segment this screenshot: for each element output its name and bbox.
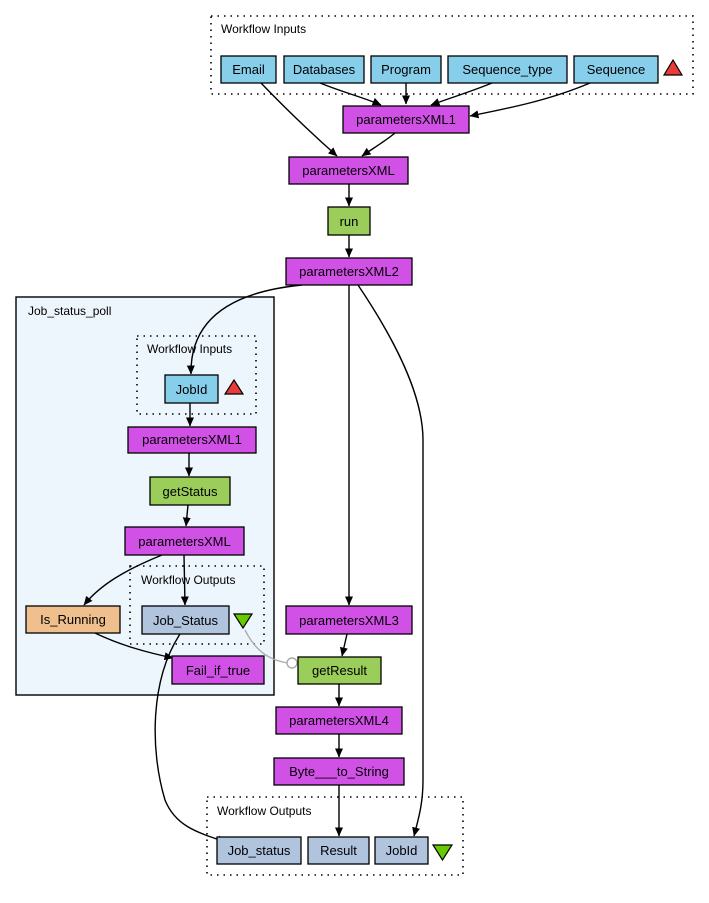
cluster-workflow-inputs: Workflow Inputs: [210, 15, 694, 95]
sub-node-getstatus-label: getStatus: [163, 484, 218, 499]
sub-input-port-jobid[interactable]: JobId: [164, 374, 219, 404]
edge-sub-parametersxml-to-jobstatus: [180, 554, 189, 606]
input-port-program[interactable]: Program: [370, 55, 442, 84]
node-parametersxml3[interactable]: parametersXML3: [285, 605, 413, 635]
sub-node-parametersxml-label: parametersXML: [138, 534, 230, 549]
edge-sequencetype-to-parametersxml1: [430, 82, 493, 106]
edge-parametersxml1-to-parametersxml: [361, 132, 396, 157]
cluster-sub-outputs-label: Workflow Outputs: [141, 573, 235, 587]
node-parametersxml4[interactable]: parametersXML4: [275, 706, 403, 735]
node-parametersxml-label: parametersXML: [302, 163, 394, 178]
edge-isrunning-to-failiftrue: [94, 632, 174, 661]
edge-control-subflow-to-getresult: [244, 629, 289, 664]
cluster-sub-inputs: Workflow Inputs: [136, 335, 257, 415]
sub-output-port-job-status-label: Job_Status: [153, 613, 219, 628]
sub-node-fail-if-true[interactable]: Fail_if_true: [171, 655, 265, 685]
input-port-databases[interactable]: Databases: [283, 55, 365, 84]
output-port-result-label: Result: [320, 843, 357, 858]
node-parametersxml1[interactable]: parametersXML1: [342, 105, 470, 134]
edge-email-to-parametersxml: [260, 82, 338, 157]
cluster-workflow-outputs-label: Workflow Outputs: [217, 804, 311, 818]
output-port-jobid-label: JobId: [386, 843, 418, 858]
node-byte-to-string-label: Byte___to_String: [289, 764, 389, 779]
edge-getstatus-to-sub-parametersxml: [182, 504, 191, 527]
sub-input-port-jobid-label: JobId: [176, 382, 208, 397]
green-down-triangle-icon: [431, 844, 454, 862]
cluster-workflow-outputs: Workflow Outputs: [206, 796, 464, 876]
edge-jobstatus-to-out-jobstatus: [154, 633, 227, 844]
cluster-sub-inputs-label: Workflow Inputs: [147, 342, 232, 356]
input-port-email-label: Email: [232, 62, 265, 77]
node-parametersxml2[interactable]: parametersXML2: [285, 257, 413, 286]
cluster-sub-outputs: Workflow Outputs: [129, 565, 265, 645]
cluster-job-status-poll: Job_status_poll: [15, 296, 275, 696]
node-parametersxml2-label: parametersXML2: [299, 264, 399, 279]
sub-output-port-job-status[interactable]: Job_Status: [141, 605, 230, 635]
output-port-result[interactable]: Result: [307, 836, 370, 865]
edge-databases-to-parametersxml1: [319, 82, 382, 106]
sub-node-parametersxml[interactable]: parametersXML: [124, 526, 245, 556]
node-parametersxml3-label: parametersXML3: [299, 613, 399, 628]
input-port-sequence[interactable]: Sequence: [573, 55, 659, 84]
node-getresult[interactable]: getResult: [297, 656, 382, 685]
output-port-job-status[interactable]: Job_status: [216, 836, 302, 865]
sub-node-parametersxml1-label: parametersXML1: [142, 432, 242, 447]
green-down-triangle-icon: [232, 613, 254, 630]
edge-parametersxml2-to-jobid: [186, 284, 303, 375]
output-port-jobid[interactable]: JobId: [374, 836, 429, 865]
sub-node-fail-if-true-label: Fail_if_true: [186, 663, 250, 678]
red-up-triangle-icon: [662, 58, 684, 76]
cluster-workflow-inputs-label: Workflow Inputs: [221, 22, 306, 36]
node-run[interactable]: run: [327, 206, 371, 236]
node-byte-to-string[interactable]: Byte___to_String: [273, 757, 405, 786]
input-port-databases-label: Databases: [293, 62, 356, 77]
sub-node-getstatus[interactable]: getStatus: [149, 476, 231, 506]
node-parametersxml1-label: parametersXML1: [356, 112, 456, 127]
edge-parametersxml3-to-getresult: [339, 633, 348, 657]
sub-node-parametersxml1[interactable]: parametersXML1: [127, 426, 257, 454]
sub-node-is-running[interactable]: Is_Running: [25, 605, 121, 634]
input-port-email[interactable]: Email: [220, 55, 277, 84]
control-link-circle-icon: [286, 657, 298, 669]
input-port-program-label: Program: [381, 62, 431, 77]
node-getresult-label: getResult: [312, 663, 367, 678]
edge-parametersxml2-to-out-jobid: [357, 284, 424, 837]
input-port-sequence-label: Sequence: [587, 62, 646, 77]
node-parametersxml[interactable]: parametersXML: [288, 156, 409, 185]
node-run-label: run: [340, 214, 359, 229]
output-port-job-status-label: Job_status: [228, 843, 291, 858]
edge-sequence-to-parametersxml1: [469, 82, 591, 119]
sub-node-is-running-label: Is_Running: [40, 612, 106, 627]
input-port-sequence-type[interactable]: Sequence_type: [447, 55, 568, 84]
node-parametersxml4-label: parametersXML4: [289, 713, 389, 728]
cluster-job-status-poll-label: Job_status_poll: [28, 304, 111, 318]
edges: [83, 82, 591, 844]
input-port-sequence-type-label: Sequence_type: [462, 62, 552, 77]
edge-sub-parametersxml-to-isrunning: [83, 554, 163, 606]
red-up-triangle-icon: [223, 378, 245, 395]
